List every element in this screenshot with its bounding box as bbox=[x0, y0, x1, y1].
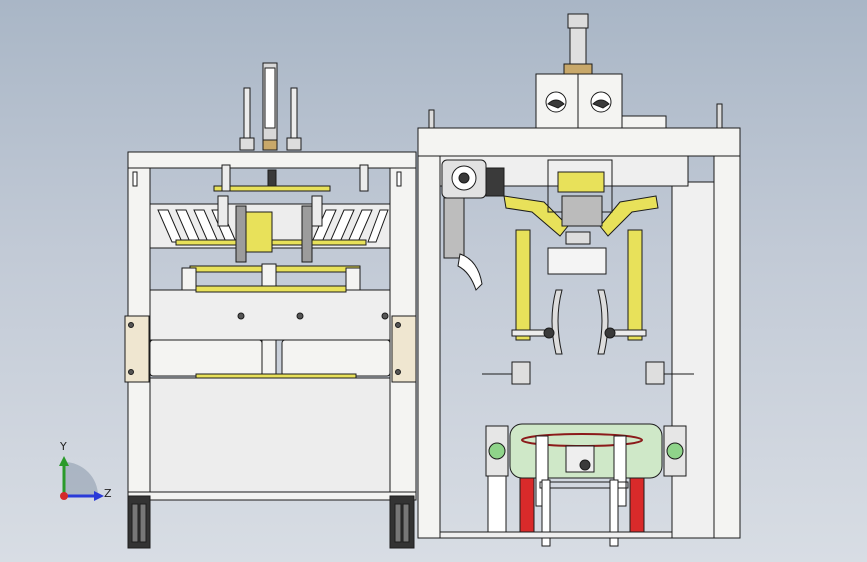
triad-arc bbox=[64, 462, 98, 496]
right-yellow-hub bbox=[557, 171, 605, 193]
right-pad-right bbox=[645, 361, 665, 385]
left-flap-right bbox=[281, 339, 391, 377]
left-base-rail bbox=[127, 491, 417, 501]
right-red-stand-right bbox=[629, 477, 645, 535]
right-yellow-arm-left bbox=[515, 229, 531, 341]
axis-triad bbox=[59, 456, 104, 501]
right-guide-left bbox=[551, 289, 563, 355]
right-yellow-link-right bbox=[599, 195, 659, 237]
left-yellow-center-block bbox=[245, 211, 273, 253]
left-top-beam bbox=[127, 151, 417, 169]
triad-y-label: Y bbox=[60, 440, 67, 453]
right-red-stand-left bbox=[519, 477, 535, 535]
right-base-rail bbox=[439, 531, 673, 539]
left-machine bbox=[124, 62, 417, 549]
triad-origin bbox=[60, 492, 68, 500]
right-leg-right bbox=[713, 155, 741, 539]
right-chain-guide bbox=[443, 197, 465, 259]
left-upper-box bbox=[149, 289, 391, 341]
left-foot-right bbox=[389, 495, 415, 549]
right-inner-column bbox=[671, 181, 715, 539]
right-yellow-link-left bbox=[503, 195, 569, 237]
left-flap-left bbox=[149, 339, 263, 377]
right-yellow-arm-right bbox=[627, 229, 643, 341]
right-guide-right bbox=[597, 289, 609, 355]
left-foot-left bbox=[127, 495, 151, 549]
right-small-plate bbox=[621, 115, 667, 129]
right-leg-left bbox=[417, 155, 441, 539]
right-cylinder-cap bbox=[567, 13, 589, 29]
right-machine bbox=[417, 13, 741, 547]
left-lower-box bbox=[149, 377, 391, 493]
left-cylinder-flange bbox=[262, 139, 278, 151]
left-yellow-top-bar bbox=[213, 185, 331, 192]
right-top-beam bbox=[417, 127, 741, 157]
right-pad-left bbox=[511, 361, 531, 385]
triad-z-label: Z bbox=[104, 487, 112, 500]
